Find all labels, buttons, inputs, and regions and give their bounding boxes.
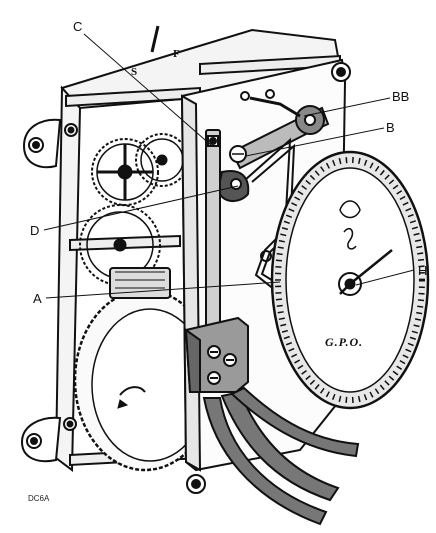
callout-c: C — [73, 19, 83, 34]
mounting-ear-bottom — [20, 416, 62, 463]
dial — [270, 150, 430, 410]
callout-a: A — [33, 291, 42, 306]
plate-mark-f: F — [173, 48, 180, 60]
catch-plate — [216, 170, 250, 202]
mounting-nuts — [63, 62, 351, 494]
callout-d: D — [30, 223, 40, 238]
vertical-rod — [205, 129, 221, 331]
callout-b: B — [386, 120, 395, 135]
figure-caption: DC6A — [28, 494, 50, 503]
cables — [202, 386, 360, 526]
dial-crown-emblem — [339, 200, 361, 219]
terminal-block — [184, 316, 249, 393]
callout-bb: BB — [392, 89, 410, 104]
plate-mark-s: S — [131, 66, 138, 78]
dial-pointer — [339, 249, 393, 295]
callout-h: H — [418, 263, 428, 278]
gear-train — [73, 133, 217, 472]
lever-arm — [230, 96, 330, 170]
top-stud — [150, 25, 160, 53]
dial-inscription: G.P.O. — [325, 335, 364, 349]
adjusting-screw — [229, 145, 247, 163]
callout-leaders — [43, 33, 415, 299]
mounting-ear-top — [22, 118, 62, 169]
